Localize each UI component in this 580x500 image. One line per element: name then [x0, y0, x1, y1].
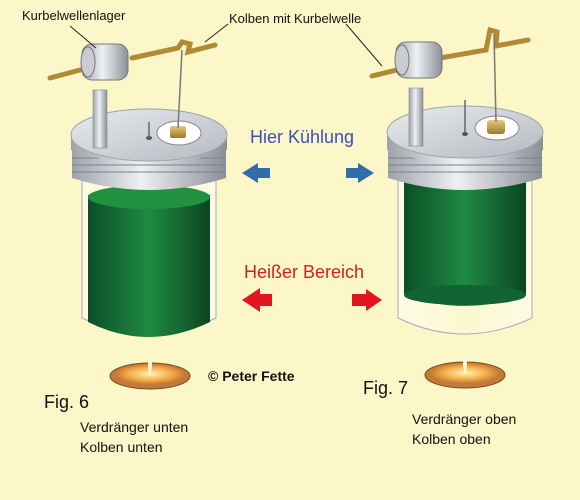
- caption-fig6: Verdränger unten Kolben unten: [80, 417, 188, 457]
- displacer: [404, 180, 526, 306]
- cooling-arrow-left: [242, 163, 270, 183]
- candle-fig6: [109, 356, 191, 390]
- crankshaft: [47, 39, 218, 81]
- caption-fig7: Verdränger oben Kolben oben: [412, 409, 516, 449]
- label-hot-zone: Heißer Bereich: [244, 262, 365, 282]
- cooling-arrow-right: [346, 163, 374, 183]
- figure-label-6: Fig. 6: [44, 392, 90, 412]
- caption-line-2: Kolben oben: [412, 431, 491, 447]
- copyright: © Peter Fette: [208, 368, 295, 384]
- flame-icon: [148, 356, 152, 374]
- caption-line-1: Verdränger oben: [412, 411, 517, 427]
- candle-fig7: [424, 355, 506, 389]
- displacer-top: [88, 185, 210, 209]
- caption-line-1: Verdränger unten: [80, 419, 189, 435]
- connecting-rod: [177, 49, 183, 129]
- figure-label-7: Fig. 7: [363, 378, 409, 398]
- displacer: [88, 195, 210, 337]
- caption-line-2: Kolben unten: [80, 439, 163, 455]
- connecting-rod: [493, 33, 497, 123]
- hot-arrows: [242, 288, 382, 312]
- label-cooling: Hier Kühlung: [250, 127, 355, 147]
- hot-arrow-right: [352, 289, 382, 311]
- label-crank-bearing: Kurbelwellenlager: [22, 8, 126, 23]
- piston: [487, 120, 505, 134]
- leader-bearing: [69, 25, 97, 49]
- hot-arrow-left: [242, 288, 272, 312]
- engine-fig7: [369, 26, 544, 335]
- engine-fig6: [47, 39, 228, 337]
- bearing-post: [92, 89, 108, 149]
- label-piston-crankshaft: Kolben mit Kurbelwelle: [229, 11, 362, 26]
- piston: [170, 126, 186, 138]
- cooling-arrows: [242, 163, 374, 183]
- leader-crank-right: [345, 23, 383, 67]
- leader-crank-left: [204, 23, 229, 43]
- bearing-post: [408, 87, 424, 147]
- flame-icon: [463, 355, 467, 373]
